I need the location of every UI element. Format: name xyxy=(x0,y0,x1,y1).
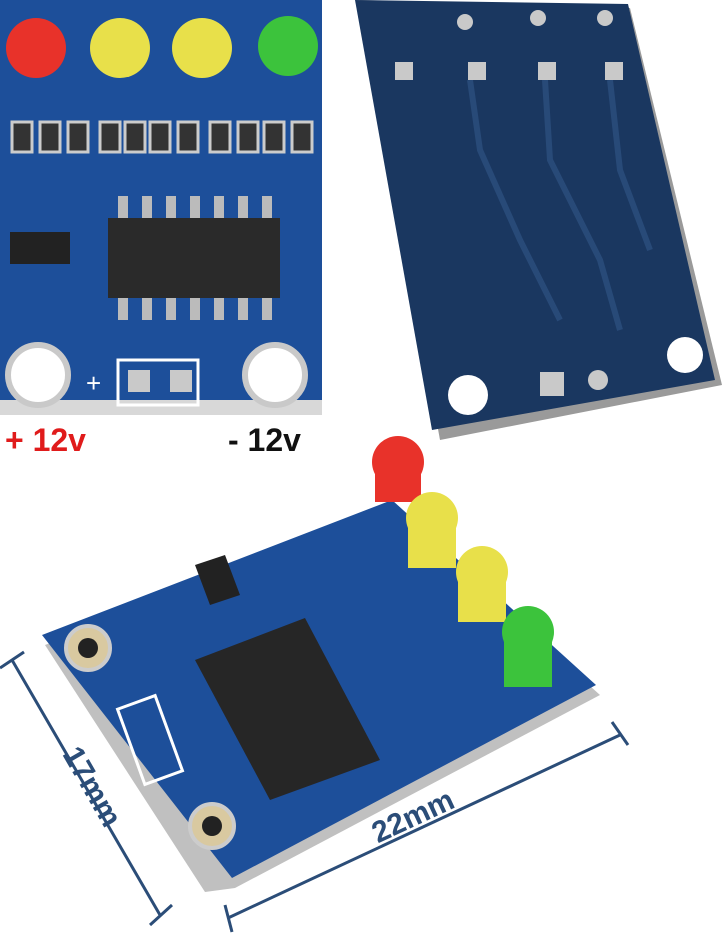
minus-12v-label: - 12v xyxy=(228,422,301,458)
led-yellow-2 xyxy=(172,18,232,78)
led-yellow-1 xyxy=(90,18,150,78)
plus-12v-label: + 12v xyxy=(5,422,86,458)
dimension-lines xyxy=(0,650,630,933)
front-board: + xyxy=(0,0,322,415)
led-red xyxy=(6,18,66,78)
mount-hole-right xyxy=(242,342,308,408)
back-board xyxy=(355,0,722,440)
ic-chip xyxy=(108,218,280,298)
mount-hole-left xyxy=(5,342,71,408)
led-green xyxy=(258,16,318,76)
svg-text:+: + xyxy=(86,368,101,398)
perspective-board xyxy=(42,436,600,892)
